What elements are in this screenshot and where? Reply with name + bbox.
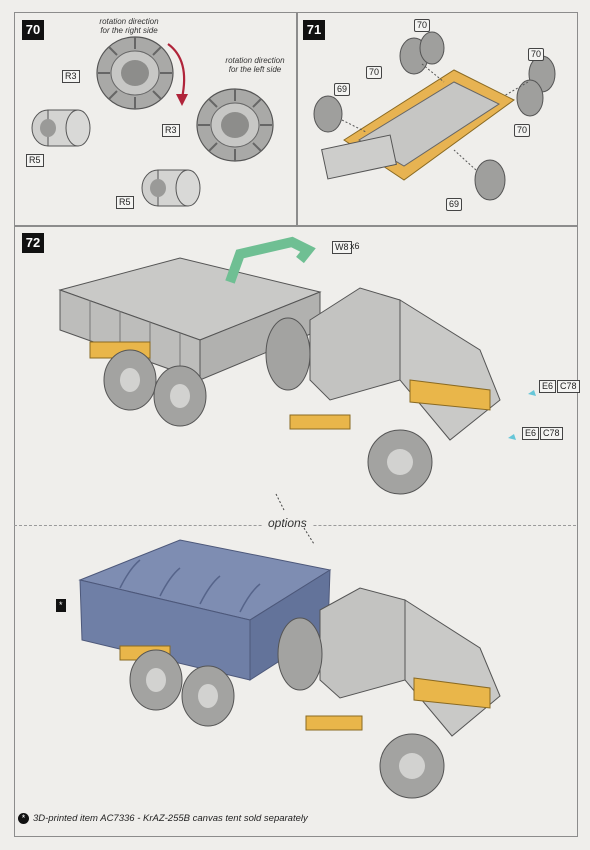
part-label-70-b: 70 <box>366 66 383 79</box>
options-arrows-icon <box>275 493 315 545</box>
rotation-note-left: rotation direction for the left side <box>225 56 285 74</box>
truck-open-bed-illustration <box>58 236 536 495</box>
hub-r5-top-illustration <box>31 109 91 147</box>
rotation-note-right: rotation direction for the right side <box>99 17 159 35</box>
step-72-panel <box>14 225 578 837</box>
footnote-star-icon: * <box>18 813 29 824</box>
part-label-69-a: 69 <box>334 83 351 96</box>
part-label-r5-bottom: R5 <box>116 196 134 209</box>
truck-with-tent-illustration <box>78 539 501 799</box>
rotation-arrow-icon <box>167 43 188 106</box>
options-label: options <box>262 516 313 530</box>
part-label-r3-top: R3 <box>62 70 80 83</box>
hub-r5-bottom-illustration <box>141 169 201 207</box>
w8-quantity: x6 <box>350 241 360 251</box>
part-label-70-c: 70 <box>528 48 545 61</box>
footnote-text: 3D-printed item AC7336 - KrAZ-255B canva… <box>33 813 308 824</box>
step-70-badge: 70 <box>22 20 44 40</box>
step-71-panel <box>296 12 578 227</box>
part-label-70-a: 70 <box>414 19 431 32</box>
step-70-panel <box>14 12 298 227</box>
part-label-r5-top: R5 <box>26 154 44 167</box>
part-label-w8: W8 <box>332 241 352 254</box>
chassis-illustration <box>313 31 556 201</box>
part-label-r3-bottom: R3 <box>162 124 180 137</box>
step-71-badge: 71 <box>303 20 325 40</box>
tent-star-marker: * <box>56 599 66 612</box>
tire-right-illustration <box>96 36 174 110</box>
part-label-c78-lower: C78 <box>540 427 563 440</box>
part-label-69-b: 69 <box>446 198 463 211</box>
step-72-badge: 72 <box>22 233 44 253</box>
part-label-70-d: 70 <box>514 124 531 137</box>
tire-left-illustration <box>196 88 274 162</box>
part-label-c78-upper: C78 <box>557 380 580 393</box>
part-label-e6-lower: E6 <box>522 427 540 440</box>
part-label-e6-upper: E6 <box>539 380 557 393</box>
footnote: * 3D-printed item AC7336 - KrAZ-255B canv… <box>18 813 308 824</box>
